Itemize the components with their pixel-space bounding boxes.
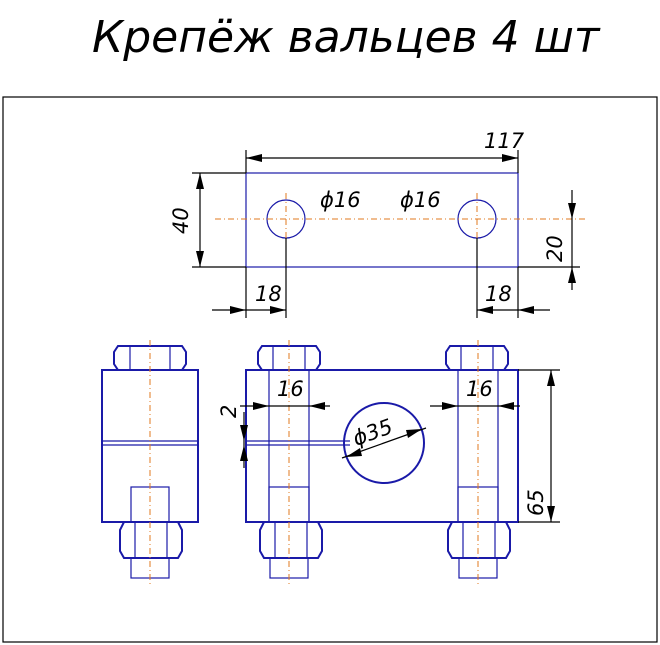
dim-hole-offsets: 18 18 xyxy=(212,238,550,318)
dim-117-label: 117 xyxy=(484,129,525,153)
side-view-assembly xyxy=(101,340,199,585)
dim-bolt-left-width: 16 xyxy=(240,377,330,410)
plate-outline xyxy=(245,172,519,268)
dim-hole-left-label: ϕ16 xyxy=(320,188,361,212)
front-right-nut xyxy=(447,521,511,559)
dim-35-label: ϕ35 xyxy=(350,414,396,450)
drawing-title: Крепёж вальцев 4 шт xyxy=(92,12,601,63)
dim-plate-height: 40 xyxy=(169,172,246,268)
dim-roll-diameter: ϕ35 xyxy=(341,414,427,459)
dim-18-right-label: 18 xyxy=(485,282,512,306)
frame-border xyxy=(2,96,658,643)
front-view-assembly xyxy=(245,340,519,585)
front-right-bolt-head xyxy=(445,345,509,371)
dim-hole-axis-height: 20 xyxy=(518,190,580,290)
dim-bolt-right-width: 16 xyxy=(430,377,520,410)
dim-20-label: 20 xyxy=(543,235,567,262)
dim-gap: 2 xyxy=(217,405,248,468)
front-left-nut xyxy=(259,521,323,559)
dim-hole-right-label: ϕ16 xyxy=(400,188,441,212)
side-nut xyxy=(119,521,183,559)
dim-16-left-label: 16 xyxy=(277,377,304,401)
dim-18-left-label: 18 xyxy=(255,282,282,306)
dim-block-height: 65 xyxy=(518,369,560,523)
dim-65-label: 65 xyxy=(524,489,548,516)
front-left-bolt-head xyxy=(257,345,321,371)
dim-2-label: 2 xyxy=(217,405,241,418)
front-block xyxy=(245,369,519,523)
dim-16-right-label: 16 xyxy=(466,377,493,401)
dim-overall-length: 117 xyxy=(245,129,525,173)
dim-40-label: 40 xyxy=(169,207,193,234)
roll-hole xyxy=(343,402,425,484)
